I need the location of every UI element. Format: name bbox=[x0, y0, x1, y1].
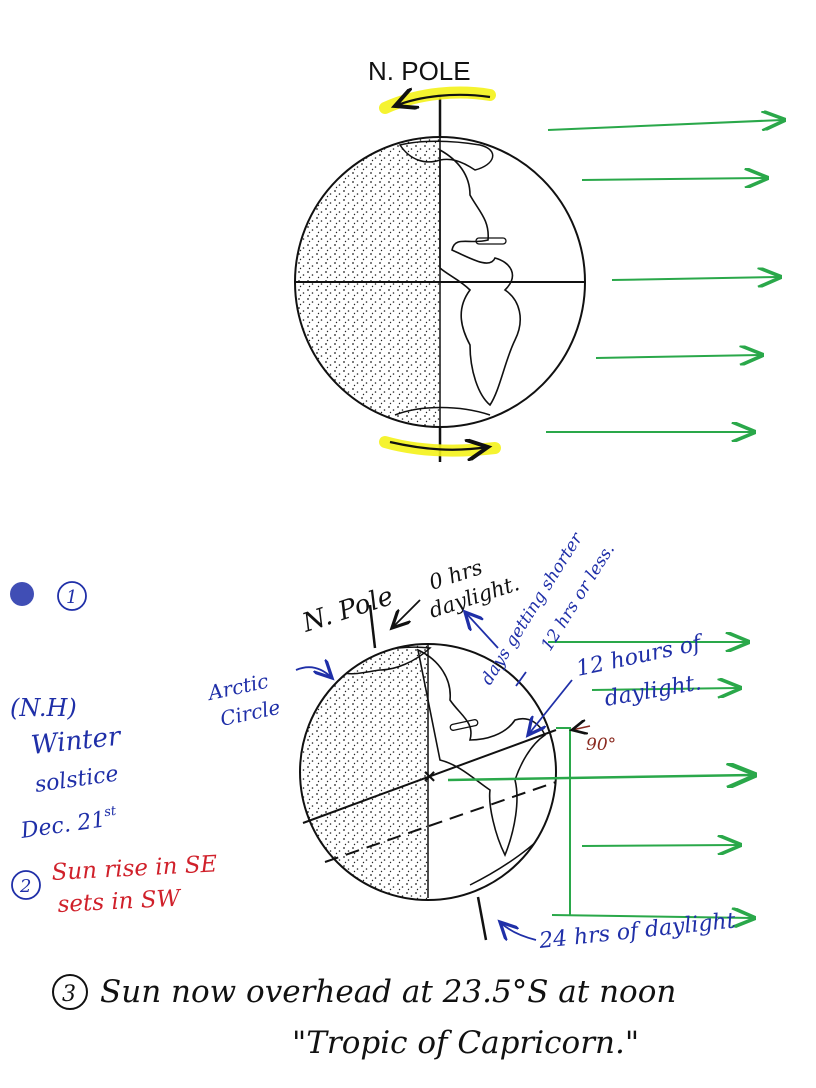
sun-ray-arrow-icon bbox=[547, 120, 782, 130]
sun-ray-arrow-icon bbox=[595, 355, 760, 358]
bottom-note: 3 Sun now overhead at 23.5°S at noon "Tr… bbox=[52, 974, 676, 1061]
solstice-globe: × N. Pole 0 hrs daylight. days getting s… bbox=[204, 529, 752, 954]
item2-number: 2 bbox=[19, 876, 31, 897]
equinox-globe: N. POLE bbox=[294, 56, 782, 462]
item1-number: 1 bbox=[66, 587, 77, 608]
pointer-arrow-icon bbox=[465, 612, 499, 649]
pointer-arrow-icon bbox=[500, 922, 537, 940]
sun-ray-arrow-icon bbox=[581, 845, 738, 846]
pole-label: N. POLE bbox=[368, 56, 471, 86]
tropic-of-capricorn-line bbox=[324, 781, 557, 863]
twelve-hours-line2: daylight. bbox=[603, 670, 704, 712]
item2-circle bbox=[11, 870, 41, 900]
sunrise-line1: Sun rise in SE bbox=[51, 851, 218, 886]
item3-number: 3 bbox=[62, 982, 76, 1007]
arctic-landmass-outline bbox=[398, 140, 494, 171]
date-label: Dec. 21st bbox=[18, 804, 119, 844]
night-side-shading bbox=[300, 644, 428, 900]
antarctic-outline bbox=[469, 829, 549, 886]
pointer-arrow-icon bbox=[295, 667, 332, 678]
pointer-arrow-icon bbox=[528, 679, 573, 735]
item3-circle bbox=[52, 974, 88, 1010]
rotation-arrow-icon bbox=[389, 442, 488, 450]
winter-label: Winter bbox=[30, 722, 124, 761]
item1-circle bbox=[57, 581, 87, 611]
nh-label: (N.H) bbox=[10, 694, 77, 722]
sun-ray-arrow-icon bbox=[611, 277, 778, 280]
overhead-note-line2: "Tropic of Capricorn." bbox=[292, 1025, 639, 1061]
sun-ray-arrow-icon bbox=[447, 775, 752, 780]
overhead-note-line1: Sun now overhead at 23.5°S at noon bbox=[100, 974, 676, 1010]
cuba-outline bbox=[449, 719, 479, 731]
night-side-shading bbox=[295, 137, 440, 427]
subsolar-x-mark: × bbox=[422, 766, 437, 787]
rotation-arrow-icon bbox=[395, 95, 491, 106]
shaded-circle-icon bbox=[10, 582, 34, 606]
solstice-label: solstice bbox=[33, 761, 120, 797]
left-notes: 1 (N.H) Winter solstice Dec. 21st 2 Sun … bbox=[10, 581, 218, 918]
pointer-arrow-icon bbox=[392, 599, 421, 628]
equator-line bbox=[302, 729, 557, 824]
sun-ray-arrow-icon bbox=[591, 688, 738, 690]
globe-outline bbox=[299, 643, 557, 901]
sun-ray-arrow-icon bbox=[551, 915, 752, 918]
axis-bottom bbox=[476, 896, 488, 941]
axis-top bbox=[368, 604, 377, 649]
cuba-outline bbox=[475, 237, 507, 245]
angle-pointer-icon bbox=[572, 726, 591, 730]
pole-label: N. Pole bbox=[298, 581, 397, 639]
americas-outline bbox=[439, 148, 521, 407]
sun-rays-group-1 bbox=[546, 120, 782, 432]
sunrise-line2: sets in SW bbox=[57, 885, 183, 918]
ninety-degree-label: 90° bbox=[586, 735, 616, 755]
pointer-tick bbox=[515, 671, 527, 687]
perpendicular-bracket bbox=[556, 727, 571, 915]
sun-ray-arrow-icon bbox=[581, 178, 765, 180]
